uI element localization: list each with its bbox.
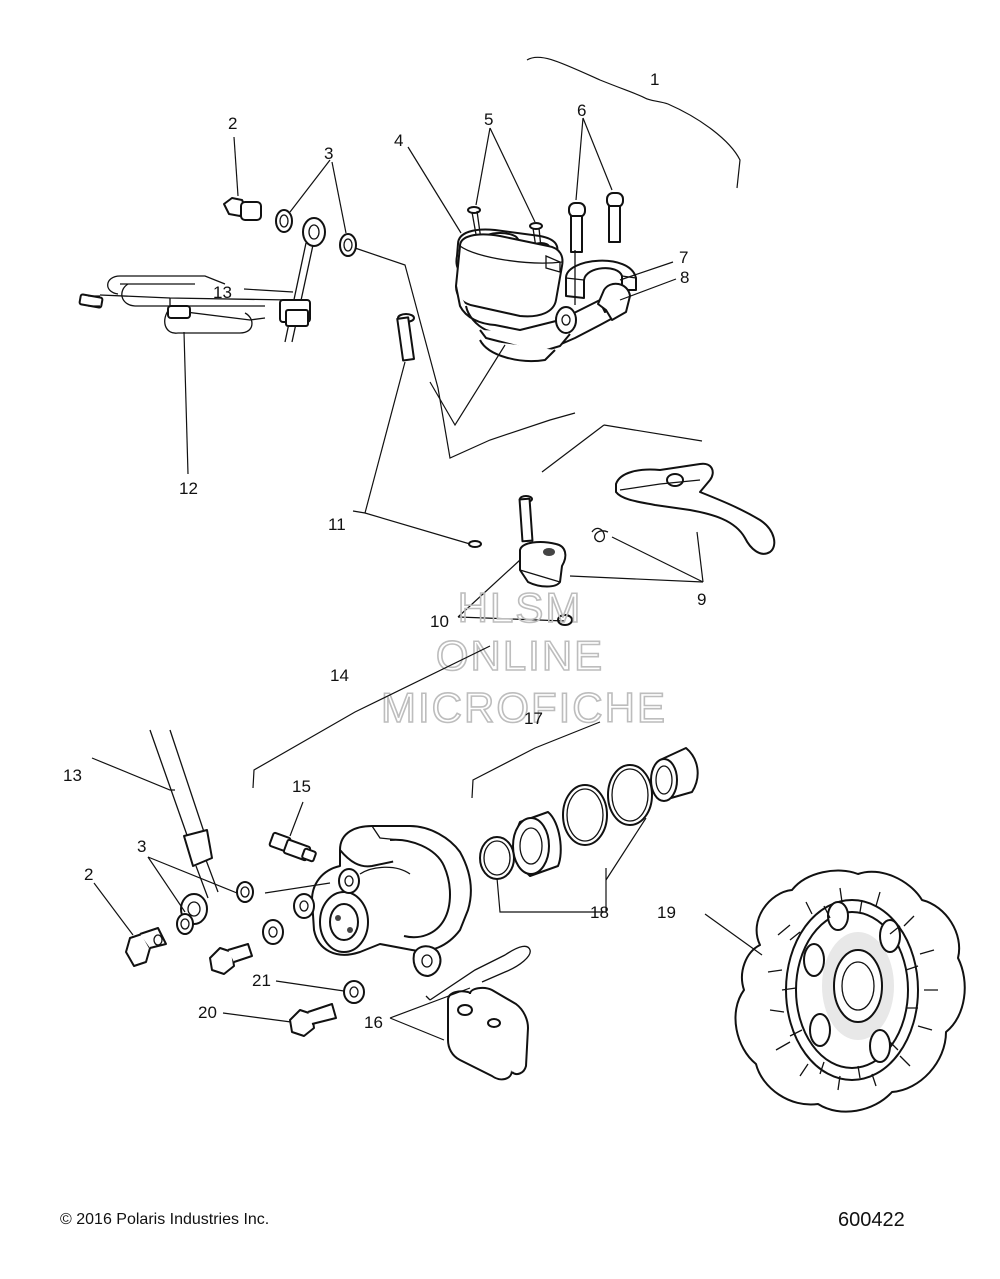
svg-text:ONLINE: ONLINE [436,632,604,679]
bracket-17 [471,721,601,799]
part-2-banjo-bolt-top [223,197,262,221]
callout-17: 17 [524,709,543,728]
callout-2-bottom: 2 [84,865,93,884]
part-2-banjo-bolt-bottom [125,927,167,967]
part-9-brake-lever [615,462,776,555]
copyright-symbol: © [60,1211,72,1228]
svg-text:MICROFICHE: MICROFICHE [381,684,667,731]
drawing-number: 600422 [838,1209,905,1231]
callout-7: 7 [679,248,688,267]
part-3-washer-bottom-a [176,913,194,935]
part-16-brake-pads [447,986,529,1081]
callout-3-bottom: 3 [137,837,146,856]
part-6-clamp-bolts [568,192,624,253]
part-16-pad-spring-clip [425,945,531,1001]
watermark: HLSM ONLINE MICROFICHE [380,583,667,732]
part-3-washer-top-b [339,233,357,257]
svg-text:HLSM: HLSM [458,584,583,631]
part-3-washer-top-a [275,209,293,233]
callout-21: 21 [252,971,271,990]
callout-4: 4 [394,131,403,150]
caliper-washer-upper [262,919,284,945]
caliper-body [293,825,472,977]
callout-12: 12 [179,479,198,498]
callout-9: 9 [697,590,706,609]
callout-19: 19 [657,903,676,922]
part-9-lever-spring [591,527,609,543]
callout-6: 6 [577,101,586,120]
part-11-lever-pivot-pin [396,313,482,548]
callout-20: 20 [198,1003,217,1022]
part-10-lever-adjuster [518,495,573,626]
part-17-piston-seal-kit [479,747,699,880]
copyright-text: 2016 Polaris Industries Inc. [76,1211,270,1228]
part-3-washer-bottom-b [236,881,254,903]
part-12-brake-switch-harness [78,275,311,334]
callout-8: 8 [680,268,689,287]
callout-11: 11 [328,515,346,534]
part-19-brake-rotor [734,869,966,1113]
callout-16: 16 [364,1013,383,1032]
callout-13-bottom: 13 [63,766,82,785]
bracket-1 [526,56,741,189]
callout-5: 5 [484,110,493,129]
callout-1: 1 [650,70,659,89]
bracket-14 [252,645,491,789]
callout-18: 18 [590,903,609,922]
caliper-mount-bolt-upper [209,943,253,975]
part-15-bleeder-valve [268,831,317,863]
callout-15: 15 [292,777,311,796]
copyright-notice: © 2016 Polaris Industries Inc. [60,1211,269,1229]
callout-14: 14 [330,666,349,685]
callout-3: 3 [324,144,333,163]
part-21-washer [343,980,365,1004]
part-8-clamp-lower [597,282,631,321]
part-20-caliper-bolt [289,1003,337,1037]
callout-10: 10 [430,612,449,631]
callout-2: 2 [228,114,237,133]
callout-13-top: 13 [213,283,232,302]
part-13-brake-hose-bottom [149,729,219,925]
